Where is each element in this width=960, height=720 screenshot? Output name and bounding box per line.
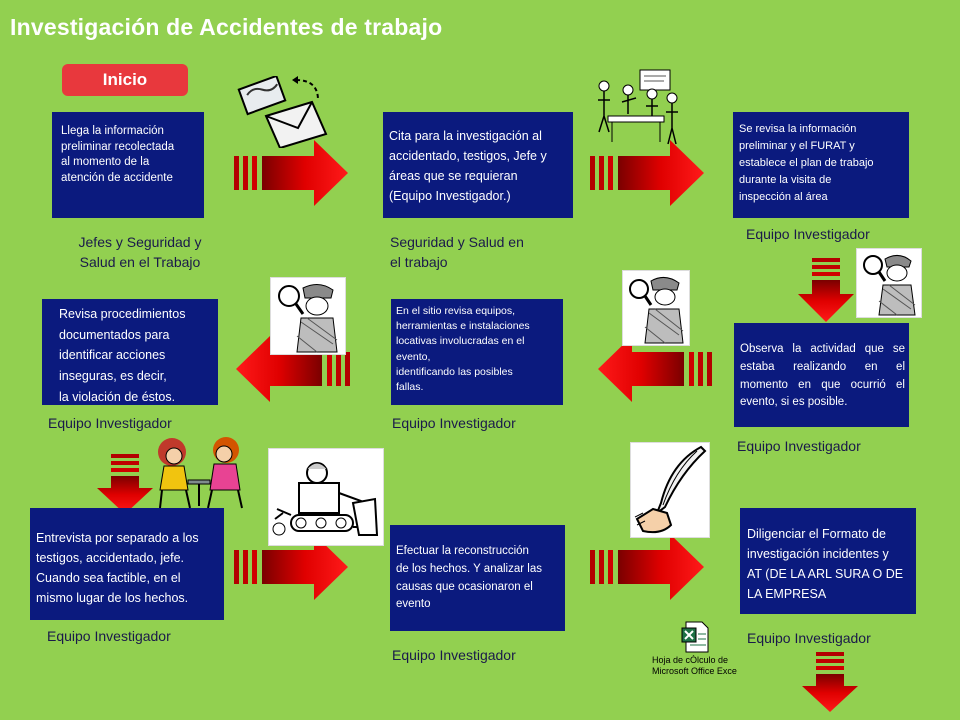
step-box-5: En el sitio revisa equipos, herramientas… (391, 299, 563, 405)
step-box-6: Revisa procedimientos documentados para … (42, 299, 218, 405)
flow-arrow-left (596, 334, 712, 404)
detective-icon (622, 270, 690, 346)
step-text: Llega la información preliminar recolect… (61, 125, 175, 184)
start-badge: Inicio (62, 64, 188, 96)
spreadsheet-icon[interactable] (680, 620, 712, 654)
step-text: Revisa procedimientos documentados para … (59, 307, 186, 404)
step-box-3: Se revisa la información preliminar y el… (733, 112, 909, 218)
flow-arrow-down (796, 258, 856, 324)
step-role: Equipo Investigador (48, 415, 172, 431)
step-box-1: Llega la información preliminar recolect… (52, 112, 204, 218)
flow-arrow-right (234, 138, 350, 208)
interview-women-icon (150, 434, 248, 510)
page-title: Investigación de Accidentes de trabajo (10, 14, 443, 40)
step-role: Equipo Investigador (392, 647, 516, 663)
bulldozer-icon (268, 448, 384, 546)
step-text: Diligenciar el Formato de investigación … (747, 527, 904, 601)
step-role: Equipo Investigador (747, 630, 871, 646)
step-box-2: Cita para la investigación al accidentad… (383, 112, 573, 218)
step-text: En el sitio revisa equipos, herramientas… (396, 305, 530, 394)
flow-arrow-down (95, 454, 155, 516)
flow-arrow-right (590, 138, 706, 208)
step-text: Observa la actividad que se estaba reali… (740, 343, 905, 409)
step-text: Efectuar la reconstrucción de los hechos… (396, 545, 542, 611)
step-role: Equipo Investigador (47, 628, 171, 644)
detective-icon (856, 248, 922, 318)
meeting-people-icon (594, 68, 680, 148)
step-role: Equipo Investigador (392, 415, 516, 431)
step-box-7: Entrevista por separado a los testigos, … (30, 508, 224, 620)
flow-arrow-right (234, 532, 350, 602)
step-box-8: Efectuar la reconstrucción de los hechos… (390, 525, 565, 631)
step-text: Entrevista por separado a los testigos, … (36, 531, 199, 605)
spreadsheet-file-label[interactable]: Hoja de cÓlculo de Microsoft Office Exce (652, 655, 737, 677)
detective-icon (270, 277, 346, 355)
step-box-4: Observa la actividad que se estaba reali… (734, 323, 909, 427)
step-role: Equipo Investigador (737, 438, 861, 454)
step-role: Jefes y Seguridad y Salud en el Trabajo (78, 234, 202, 271)
step-role: Seguridad y Salud en el trabajo (390, 234, 524, 271)
flow-arrow-right (590, 532, 706, 602)
quill-pen-icon (630, 442, 710, 538)
step-text: Se revisa la información preliminar y el… (739, 123, 874, 204)
flow-arrow-down (800, 652, 860, 714)
envelope-icon (236, 76, 332, 148)
step-text: Cita para la investigación al accidentad… (389, 129, 547, 203)
step-role: Equipo Investigador (746, 226, 870, 242)
step-box-9: Diligenciar el Formato de investigación … (740, 508, 916, 614)
